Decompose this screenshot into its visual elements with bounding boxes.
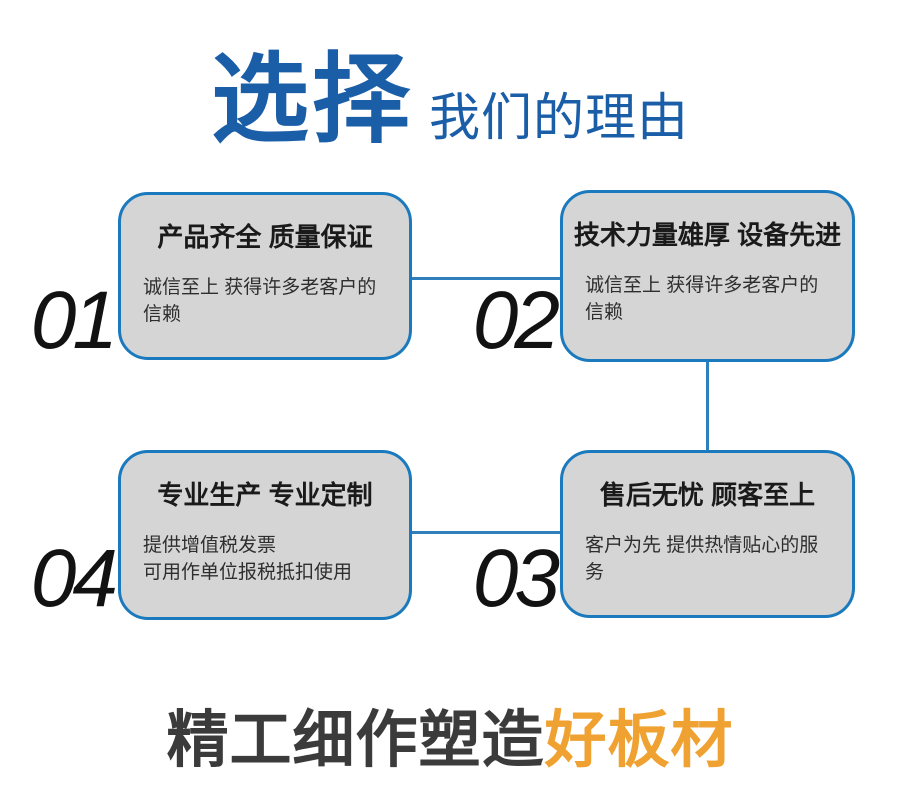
tagline-accent-text: 好板材 xyxy=(544,706,734,775)
feature-box-03: 售后无忧 顾客至上 客户为先 提供热情贴心的服务 xyxy=(560,450,855,618)
feature-box-desc: 提供增值税发票 可用作单位报税抵扣使用 xyxy=(143,535,353,583)
connector-02-03 xyxy=(706,360,709,452)
feature-box-01: 产品齐全 质量保证 诚信至上 获得许多老客户的信赖 xyxy=(118,192,412,360)
feature-box-title: 技术力量雄厚 设备先进 xyxy=(573,220,842,250)
feature-number-04: 04 xyxy=(30,533,118,624)
feature-number-01: 01 xyxy=(30,275,118,366)
tagline-dark-text: 精工细作塑造 xyxy=(166,706,545,775)
feature-box-02: 技术力量雄厚 设备先进 诚信至上 获得许多老客户的信赖 xyxy=(560,190,855,362)
page-title-main: 选择 xyxy=(210,44,413,154)
page-title-rest: 我们的理由 xyxy=(429,89,690,146)
feature-box-desc: 诚信至上 获得许多老客户的信赖 xyxy=(585,275,819,323)
feature-box-title: 专业生产 专业定制 xyxy=(157,480,373,510)
feature-box-title: 售后无忧 顾客至上 xyxy=(599,480,816,510)
feature-box-desc: 客户为先 提供热情贴心的服务 xyxy=(585,535,819,583)
connector-04-03 xyxy=(410,531,562,534)
feature-box-04: 专业生产 专业定制 提供增值税发票 可用作单位报税抵扣使用 xyxy=(118,450,412,620)
feature-box-desc: 诚信至上 获得许多老客户的信赖 xyxy=(143,277,377,325)
feature-number-02: 02 xyxy=(472,275,560,366)
connector-01-02 xyxy=(410,277,562,280)
footer-tagline: 精工细作塑造好板材 xyxy=(0,706,900,775)
feature-number-03: 03 xyxy=(472,533,560,624)
feature-box-title: 产品齐全 质量保证 xyxy=(157,222,373,252)
page-title: 选择 我们的理由 xyxy=(0,50,900,148)
